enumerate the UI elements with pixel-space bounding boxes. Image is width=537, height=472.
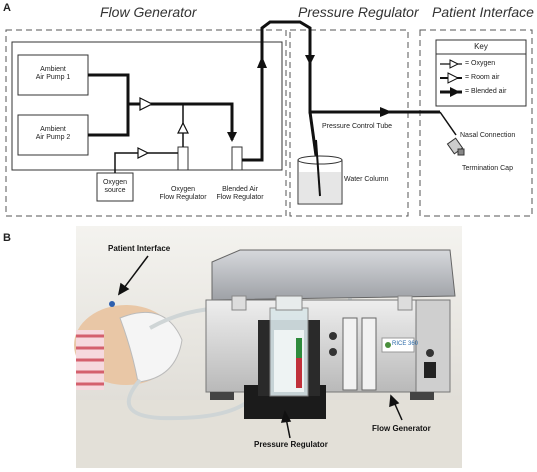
flow-generator-title: Flow Generator bbox=[100, 4, 197, 20]
pump1-line bbox=[88, 73, 145, 106]
nasal-cannula-icon bbox=[446, 137, 465, 156]
key-oxygen: = Oxygen bbox=[465, 60, 496, 67]
blended-regulator-label: Blended Air Flow Regulator bbox=[205, 186, 275, 202]
panel-a-letter: A bbox=[3, 2, 11, 14]
pressure-regulator-section bbox=[289, 29, 409, 217]
arrow-blend bbox=[139, 97, 154, 111]
blend-line bbox=[150, 102, 234, 140]
blended-regulator-label-line1: Blended Air bbox=[222, 186, 258, 193]
key-room-arrow bbox=[447, 72, 460, 84]
air-pump-2-label: Ambient Air Pump 2 bbox=[18, 126, 88, 142]
photo-flow-generator-label: Flow Generator bbox=[372, 424, 431, 433]
water-column-label: Water Column bbox=[344, 176, 389, 183]
oxygen-source-label: Oxygen source bbox=[97, 179, 133, 195]
pressure-regulator-device bbox=[244, 295, 326, 419]
air-pump-2-label-line2: Air Pump 2 bbox=[35, 134, 71, 141]
arrow-oxygen bbox=[137, 147, 150, 159]
nasal-line bbox=[439, 111, 457, 136]
oxygen-regulator-label: Oxygen Flow Regulator bbox=[148, 186, 218, 202]
oxygen-line bbox=[114, 152, 138, 173]
termination-cap-label: Termination Cap bbox=[462, 165, 513, 172]
pressure-tube-label: Pressure Control Tube bbox=[322, 123, 393, 130]
blended-output-line bbox=[242, 20, 440, 162]
water-column-icon bbox=[297, 139, 343, 205]
key-blended-air: = Blended air bbox=[465, 88, 507, 95]
key-blended-arrow bbox=[450, 87, 460, 97]
arrow-regulator-down bbox=[305, 55, 315, 65]
photo-patient-interface-label: Patient Interface bbox=[108, 244, 171, 253]
key-title: Key bbox=[474, 42, 488, 51]
patient-interface-section bbox=[419, 29, 533, 217]
blended-regulator-label-line2: Flow Regulator bbox=[216, 194, 264, 201]
oxygen-source-box bbox=[96, 172, 134, 202]
oxygen-source-label-line2: source bbox=[104, 187, 126, 194]
oxygen-regulator-label-line2: Flow Regulator bbox=[159, 194, 207, 201]
oxygen-regulator-label-line1: Oxygen bbox=[170, 186, 196, 193]
photo-pressure-regulator-label: Pressure Regulator bbox=[254, 440, 328, 449]
pump2-line bbox=[88, 104, 130, 137]
panel-b-letter: B bbox=[3, 232, 11, 244]
schematic-diagram bbox=[5, 20, 533, 217]
flow-generator-section bbox=[5, 29, 287, 217]
air-pump-1-label: Ambient Air Pump 1 bbox=[18, 66, 88, 82]
air-pump-1-box bbox=[17, 54, 89, 96]
device-brand-label: RICE 360 bbox=[392, 341, 419, 347]
pressure-regulator-title: Pressure Regulator bbox=[298, 4, 419, 20]
nasal-connection-label: Nasal Connection bbox=[460, 132, 516, 139]
flow-generator-device bbox=[205, 249, 456, 400]
patient-interface-title: Patient Interface bbox=[432, 4, 534, 20]
air-pump-1-label-line1: Ambient bbox=[40, 66, 66, 73]
arrow-right bbox=[380, 107, 392, 117]
arrow-oxygen-up bbox=[177, 121, 189, 134]
air-pump-1-label-line2: Air Pump 1 bbox=[35, 74, 71, 81]
key-room-air: = Room air bbox=[465, 74, 500, 81]
annotation-arrows bbox=[117, 255, 403, 439]
key-oxygen-arrow bbox=[449, 59, 460, 69]
arrow-up bbox=[257, 56, 267, 68]
oxygen-source-label-line1: Oxygen bbox=[102, 179, 128, 186]
flow-generator-housing bbox=[11, 41, 283, 171]
air-pump-2-label-line1: Ambient bbox=[40, 126, 66, 133]
arrow-down bbox=[227, 132, 237, 142]
